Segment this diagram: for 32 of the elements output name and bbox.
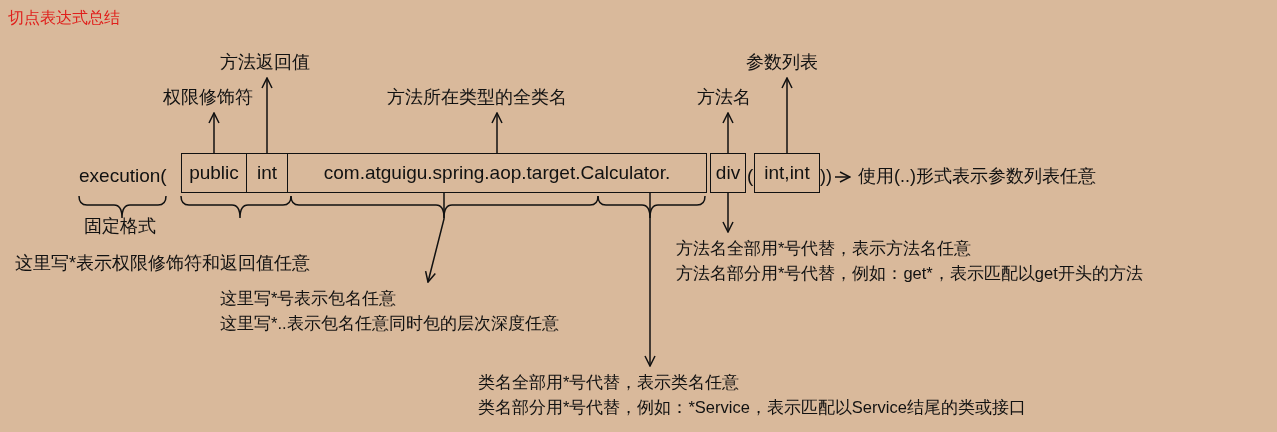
note-text: 类名部分用*号代替，例如：*Service，表示匹配以Service结尾的类或接口 (478, 397, 1026, 418)
callout-text: )) (820, 165, 832, 187)
code-box: div (710, 153, 746, 193)
code-box: public (181, 153, 247, 193)
arrow (722, 112, 734, 154)
arrow (644, 192, 656, 367)
code-box: int,int (754, 153, 820, 193)
note-text: 类名全部用*号代替，表示类名任意 (478, 372, 741, 393)
callout-text: 方法返回值 (220, 51, 310, 73)
code-box: com.atguigu.spring.aop.target.Calculator. (287, 153, 707, 193)
arrow (261, 77, 273, 154)
note-text: 固定格式 (84, 215, 156, 238)
arrow (722, 192, 734, 233)
arrow (834, 171, 851, 183)
code-text: ( (747, 165, 754, 187)
arrow (491, 112, 503, 154)
arrow (424, 192, 445, 283)
arrow (208, 112, 220, 154)
callout-text: 权限修饰符 (163, 86, 253, 108)
title: 切点表达式总结 (8, 8, 120, 28)
arrow (781, 77, 793, 154)
note-text: 这里写*..表示包名任意同时包的层次深度任意 (220, 313, 559, 334)
note-text: 方法名部分用*号代替，例如：get*，表示匹配以get开头的方法 (676, 263, 1143, 284)
callout-text: 参数列表 (746, 51, 818, 73)
callout-text: 方法名 (697, 86, 751, 108)
callout-text: 方法所在类型的全类名 (387, 86, 567, 108)
code-box: int (246, 153, 288, 193)
note-text: 这里写*表示权限修饰符和返回值任意 (15, 252, 310, 275)
note-text: 这里写*号表示包名任意 (220, 288, 398, 309)
callout-text: 使用(..)形式表示参数列表任意 (858, 165, 1096, 187)
note-text: 方法名全部用*号代替，表示方法名任意 (676, 238, 973, 259)
code-text: execution( (79, 165, 167, 187)
